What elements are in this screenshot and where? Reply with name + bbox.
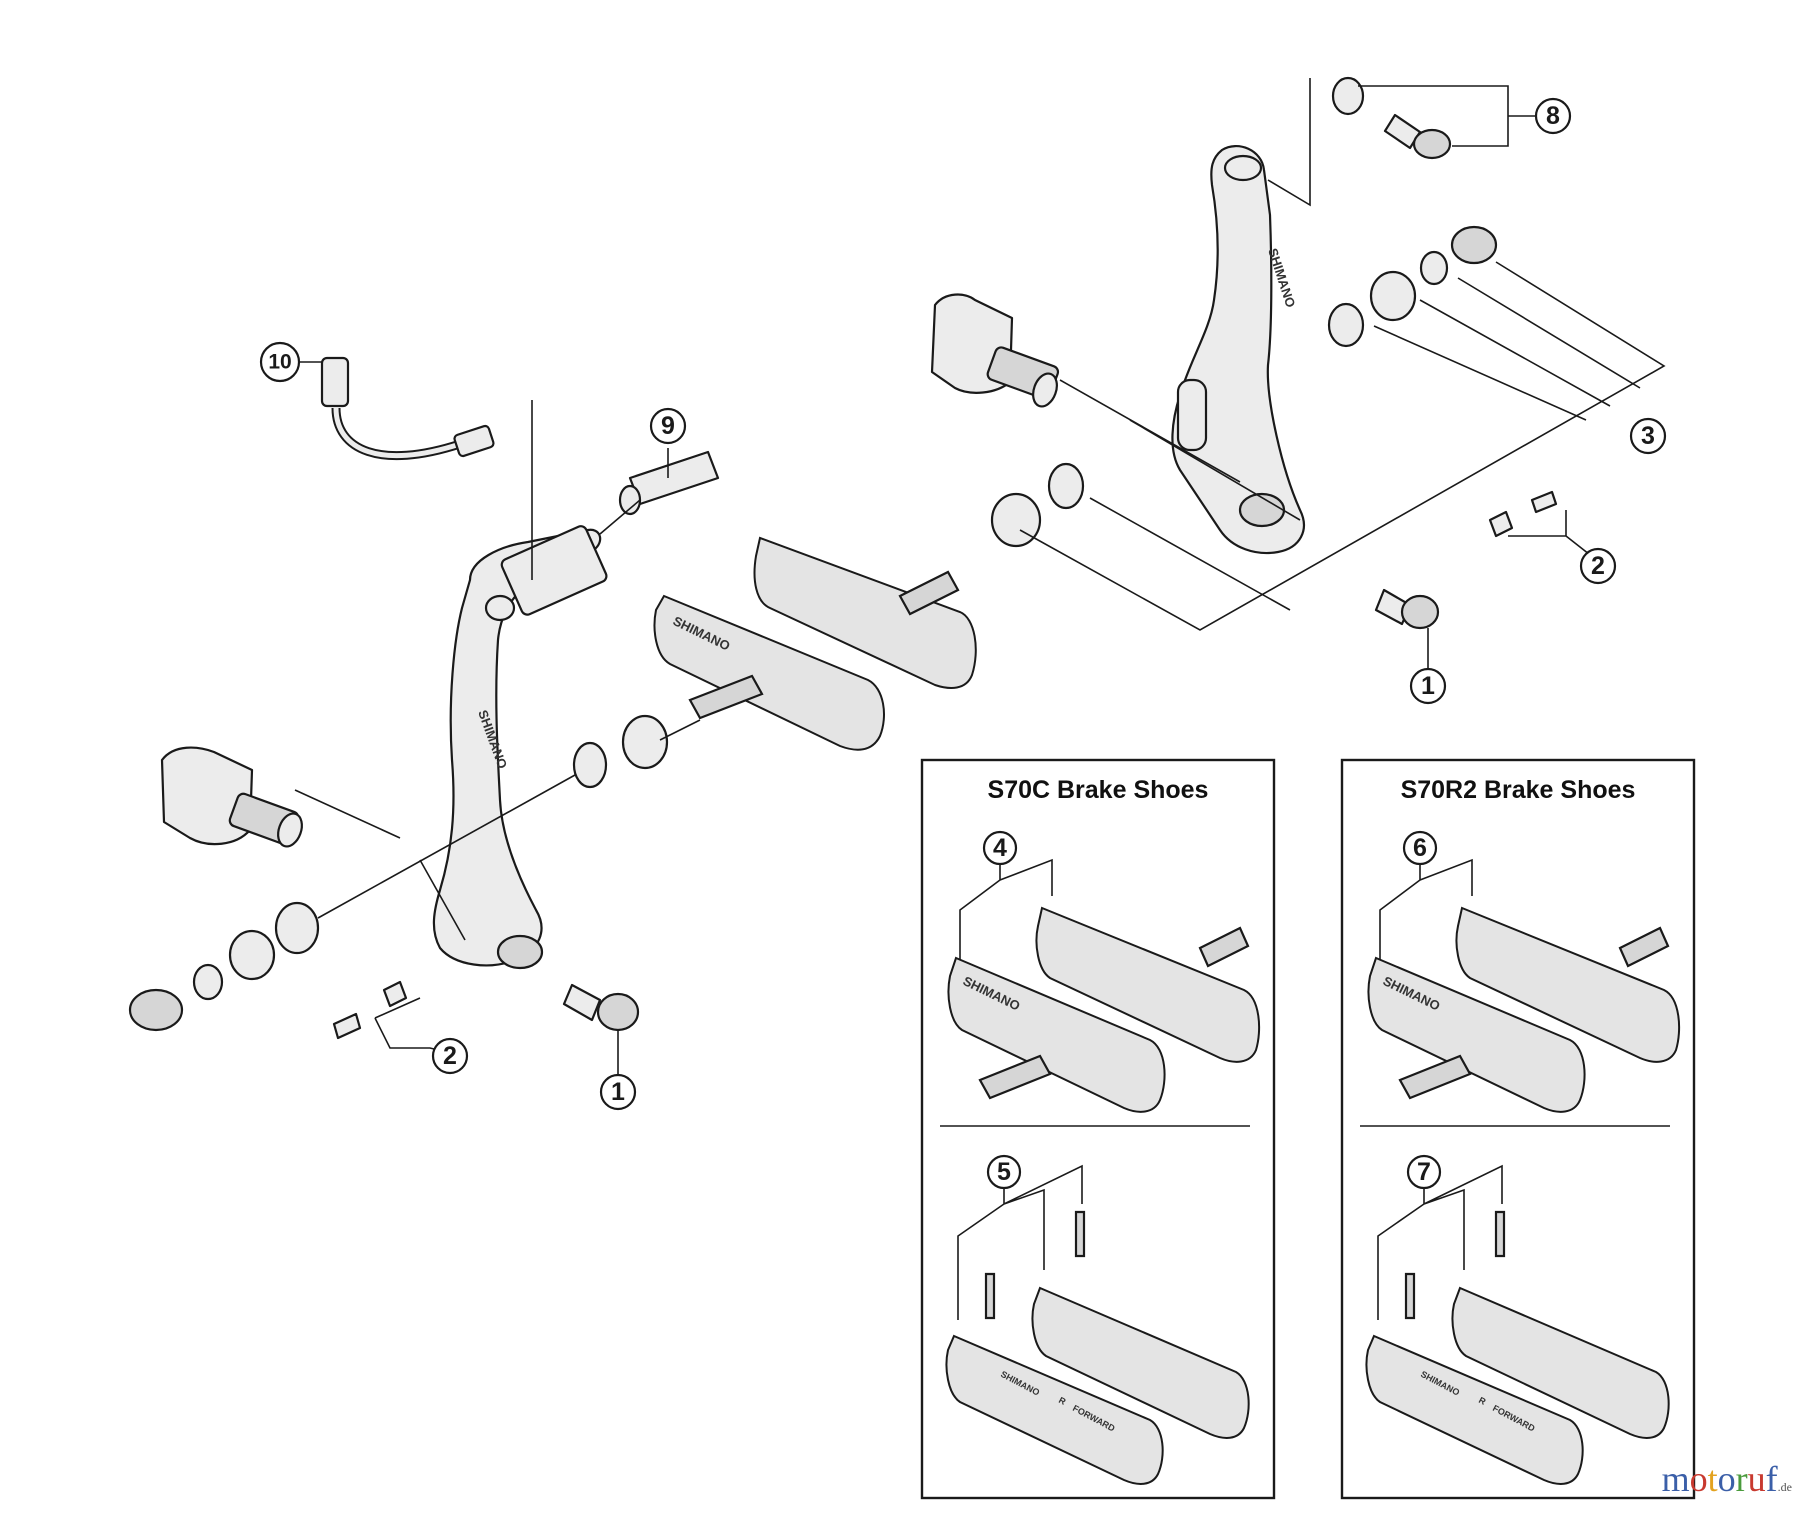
callout-3: 3 <box>1629 417 1667 455</box>
s70r2-insert-rear <box>1451 1286 1670 1439</box>
s70r2-pin-1 <box>1404 1272 1416 1320</box>
s70r2-pin-2 <box>1494 1210 1506 1258</box>
watermark-letter: m <box>1661 1459 1690 1499</box>
callout-2-right: 2 <box>1579 547 1617 585</box>
s70c-cartridge <box>945 1334 1164 1485</box>
svg-text:5: 5 <box>997 1158 1011 1186</box>
svg-text:8: 8 <box>1546 102 1560 130</box>
right-cap-nut <box>1450 225 1498 265</box>
callout-6: 6 <box>1402 830 1438 866</box>
svg-text:2: 2 <box>443 1042 457 1070</box>
left-spring-screw-b <box>382 980 408 1008</box>
callout-1-right: 1 <box>1409 667 1447 705</box>
svg-text:9: 9 <box>661 412 675 440</box>
leader-lines <box>294 78 1666 1074</box>
left-arm-assembly: SHIMANO <box>128 356 720 1040</box>
svg-text:10: 10 <box>268 351 291 374</box>
watermark-letter: t <box>1707 1459 1718 1499</box>
right-spring-screw-a <box>1530 490 1558 514</box>
callout-4: 4 <box>982 830 1018 866</box>
s70c-panel: S70C Brake Shoes 4 SHIMANO 5 SHIMANO R F… <box>920 758 1276 1500</box>
s70c-insert-rear <box>1031 1286 1250 1439</box>
left-shoe-spacer <box>621 714 669 770</box>
left-spacer-2 <box>228 929 276 981</box>
right-shoe-washer <box>1047 462 1085 510</box>
s70c-pin-2 <box>1074 1210 1086 1258</box>
left-pivot-bolt <box>562 983 602 1022</box>
watermark-letter: o <box>1717 1459 1736 1499</box>
right-arm-assembly: SHIMANO <box>930 76 1558 630</box>
svg-text:3: 3 <box>1641 422 1655 450</box>
left-spacer-3 <box>192 963 224 1001</box>
s70r2-shoe-front <box>1367 956 1586 1113</box>
s70r2-shoe-rear <box>1455 906 1681 1063</box>
svg-text:6: 6 <box>1413 834 1427 862</box>
callout-9: 9 <box>649 407 687 445</box>
right-shoe-spacer <box>990 492 1042 548</box>
left-spring-screw-a <box>332 1012 362 1040</box>
watermark-suffix: .de <box>1777 1480 1792 1494</box>
left-shoe-washer <box>572 741 608 789</box>
left-brake-arm <box>432 528 602 967</box>
left-cap-nut <box>128 988 184 1032</box>
center-shoe-rear <box>753 536 977 689</box>
svg-text:4: 4 <box>993 834 1007 862</box>
callout-10: 10 <box>259 341 301 383</box>
s70c-shoe-front <box>947 956 1166 1113</box>
right-spacer-3 <box>1419 250 1449 286</box>
watermark-letter: o <box>1689 1459 1708 1499</box>
s70r2-panel-title: S70R2 Brake Shoes <box>1401 776 1636 804</box>
watermark: motoruf.de <box>1662 1458 1792 1500</box>
watermark-letter: u <box>1747 1459 1766 1499</box>
s70c-cartridge-r: R <box>1057 1395 1068 1407</box>
svg-text:7: 7 <box>1417 1158 1431 1186</box>
s70c-pin-1 <box>984 1272 996 1320</box>
right-spring-screw-b <box>1488 510 1514 538</box>
s70c-shoe-rear <box>1035 906 1261 1063</box>
watermark-text: motoruf <box>1662 1459 1778 1499</box>
right-brake-arm <box>1171 145 1305 555</box>
callout-7: 7 <box>1406 1154 1442 1190</box>
center-shoe-front <box>653 594 885 751</box>
callout-2-left: 2 <box>431 1037 469 1075</box>
callout-1-left: 1 <box>599 1073 637 1111</box>
top-washer <box>1331 76 1365 116</box>
svg-text:1: 1 <box>611 1078 625 1106</box>
s70r2-cartridge-r: R <box>1477 1395 1488 1407</box>
watermark-letter: r <box>1735 1459 1748 1499</box>
watermark-letter: f <box>1765 1459 1778 1499</box>
right-spacer-2 <box>1369 270 1417 322</box>
right-spacer-1 <box>1327 302 1365 348</box>
top-bolt <box>1383 113 1422 150</box>
s70r2-panel: S70R2 Brake Shoes 6 SHIMANO 7 SHIMANO R … <box>1340 758 1696 1500</box>
noodle-boot <box>320 356 350 408</box>
cable-adjuster <box>628 450 720 506</box>
callout-8: 8 <box>1534 97 1572 135</box>
callout-5: 5 <box>986 1154 1022 1190</box>
s70r2-cartridge <box>1365 1334 1584 1485</box>
svg-text:1: 1 <box>1421 672 1435 700</box>
s70c-panel-title: S70C Brake Shoes <box>988 776 1209 804</box>
center-brake-shoes: SHIMANO <box>653 536 977 751</box>
left-spacer-1 <box>274 901 320 955</box>
svg-text:2: 2 <box>1591 552 1605 580</box>
